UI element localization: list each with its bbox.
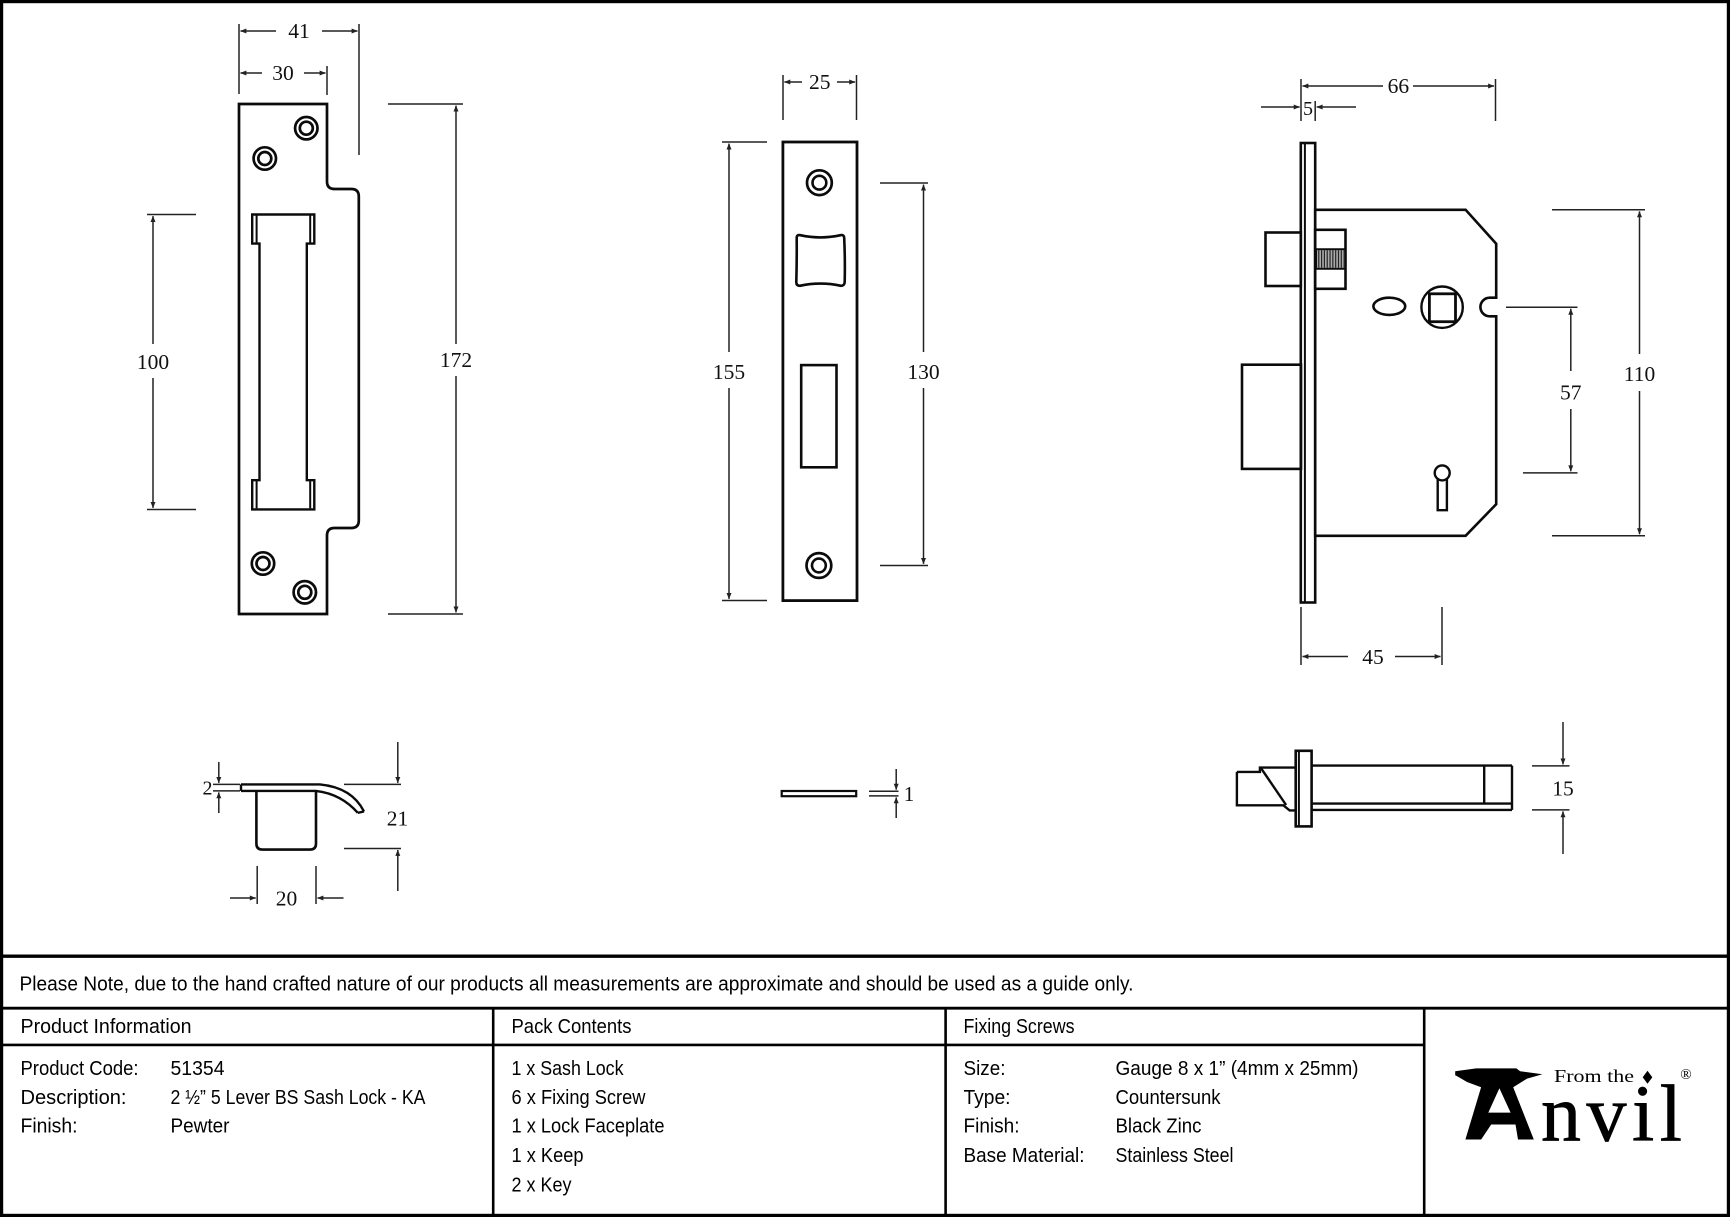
svg-text:66: 66: [1388, 74, 1410, 98]
svg-text:Countersunk: Countersunk: [1116, 1086, 1222, 1109]
svg-text:®: ®: [1680, 1067, 1691, 1083]
svg-text:1 x Sash Lock: 1 x Sash Lock: [512, 1057, 625, 1080]
svg-text:Please Note, due to the hand c: Please Note, due to the hand crafted nat…: [20, 973, 1134, 996]
svg-text:Black Zinc: Black Zinc: [1116, 1115, 1202, 1138]
svg-text:5: 5: [1303, 98, 1313, 120]
svg-text:2: 2: [203, 778, 213, 800]
svg-text:Finish:: Finish:: [21, 1115, 78, 1138]
svg-text:130: 130: [907, 360, 939, 384]
svg-text:From the: From the: [1554, 1066, 1634, 1086]
svg-text:6 x Fixing Screw: 6 x Fixing Screw: [512, 1086, 646, 1109]
svg-text:21: 21: [387, 807, 409, 831]
svg-text:172: 172: [440, 348, 472, 372]
svg-text:20: 20: [276, 887, 298, 911]
svg-text:Gauge 8 x 1” (4mm x 25mm): Gauge 8 x 1” (4mm x 25mm): [1116, 1057, 1359, 1080]
svg-text:100: 100: [137, 350, 169, 374]
svg-text:Type:: Type:: [964, 1086, 1011, 1109]
svg-text:45: 45: [1362, 645, 1384, 669]
svg-text:Base Material:: Base Material:: [964, 1144, 1085, 1167]
svg-text:Description:: Description:: [21, 1086, 127, 1109]
svg-text:Pack Contents: Pack Contents: [512, 1015, 632, 1038]
svg-text:Finish:: Finish:: [964, 1115, 1020, 1138]
svg-text:2 x Key: 2 x Key: [512, 1173, 573, 1196]
svg-text:1: 1: [904, 782, 915, 806]
svg-text:Product Information: Product Information: [21, 1015, 192, 1038]
svg-text:Product Code:: Product Code:: [21, 1057, 139, 1080]
svg-text:57: 57: [1560, 381, 1582, 405]
svg-text:1 x Keep: 1 x Keep: [512, 1144, 584, 1167]
svg-text:51354: 51354: [171, 1057, 225, 1080]
svg-text:25: 25: [809, 70, 831, 94]
svg-text:2 ½” 5 Lever BS Sash Lock - KA: 2 ½” 5 Lever BS Sash Lock - KA: [171, 1086, 426, 1109]
svg-text:1 x Lock Faceplate: 1 x Lock Faceplate: [512, 1115, 665, 1138]
svg-text:110: 110: [1624, 362, 1655, 386]
svg-text:Fixing Screws: Fixing Screws: [964, 1015, 1075, 1038]
svg-text:155: 155: [713, 360, 745, 384]
svg-text:30: 30: [272, 61, 294, 85]
svg-text:Size:: Size:: [964, 1057, 1006, 1080]
svg-text:15: 15: [1552, 777, 1574, 801]
svg-text:41: 41: [288, 19, 310, 43]
svg-text:Pewter: Pewter: [171, 1115, 230, 1138]
svg-text:Stainless Steel: Stainless Steel: [1116, 1144, 1234, 1167]
